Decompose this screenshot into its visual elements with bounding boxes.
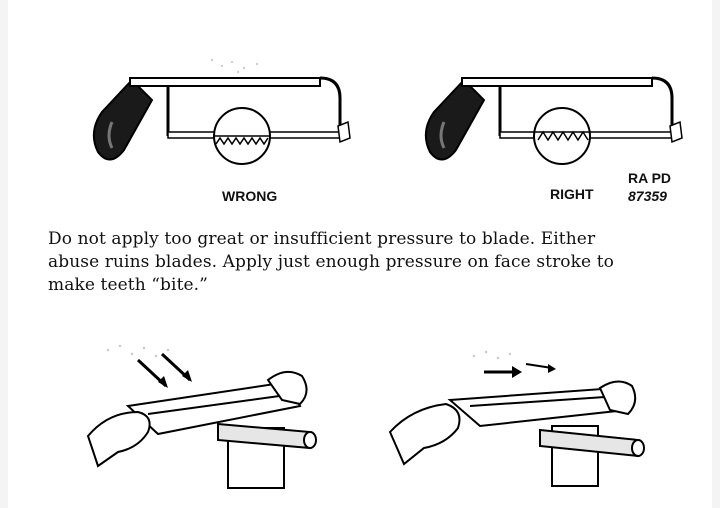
hacksaw-right-illustration (424, 76, 683, 165)
saw-frame-top (129, 77, 321, 87)
plate-id-line1: RA PD (628, 170, 672, 186)
hacksaw-wrong-illustration (92, 59, 351, 165)
left-hand (86, 410, 151, 468)
magnifier-circle (533, 107, 591, 165)
right-hand (266, 370, 308, 406)
wing-nut (337, 120, 351, 144)
caption-line: abuse ruins blades. Apply just enough pr… (48, 252, 614, 272)
plate-id-line2: 87359 (628, 188, 667, 204)
label-right: RIGHT (550, 186, 594, 202)
caption-line: Do not apply too great or insufficient p… (48, 229, 596, 249)
saw-handle (92, 78, 154, 161)
sawing-forward-stroke-illustration (388, 350, 645, 487)
caption-line: make teeth “bite.” (48, 275, 208, 295)
blade-teeth-wrong (215, 136, 269, 146)
saw-frame-top (461, 77, 653, 87)
sawing-downward-pressure-illustration (86, 344, 317, 489)
saw-frame (447, 386, 628, 428)
stroke-arrow (525, 363, 553, 369)
saw-handle (424, 78, 486, 161)
stipple-shading (211, 59, 258, 73)
caption-text: Do not apply too great or insufficient p… (48, 228, 688, 297)
blade-teeth-right (537, 130, 589, 142)
left-hand (388, 402, 461, 466)
label-wrong: WRONG (222, 188, 278, 204)
wing-nut (669, 120, 683, 144)
right-hand (598, 380, 637, 416)
document-page: WRONG RIGHT RA PD 87359 Do not apply too… (8, 0, 712, 508)
